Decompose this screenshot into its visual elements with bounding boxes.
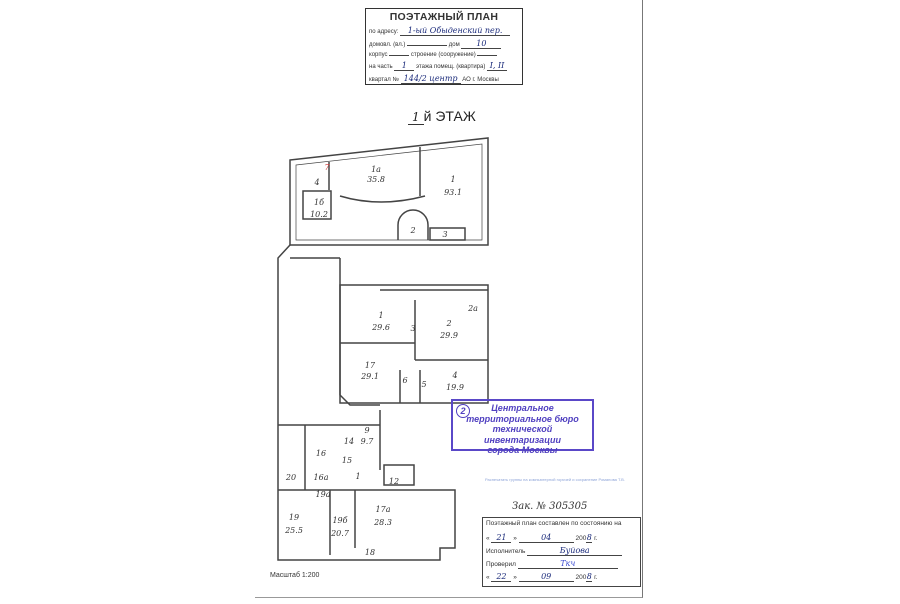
stamp-number: 2 [456, 404, 470, 418]
room-label: 6 [402, 376, 407, 385]
checked-signature: Ткч [517, 559, 618, 569]
room-label: 14 [344, 437, 354, 446]
quarter-label: квартал № [369, 77, 399, 83]
room-area: 10.2 [310, 210, 328, 219]
room-area: 28.3 [373, 518, 392, 527]
room-label: 7 [324, 163, 330, 172]
quarter-value: 144/2 центр [400, 74, 461, 84]
house-value: 10 [461, 39, 502, 49]
room-label: 4 [451, 371, 457, 380]
blank [407, 45, 448, 46]
year2: 8 [586, 572, 593, 582]
address-label: по адресу: [369, 29, 399, 35]
room-label: 15 [342, 456, 352, 465]
room-label: 1 [378, 311, 383, 320]
room-label: 19б [332, 516, 347, 525]
room-label: 3 [410, 324, 415, 333]
room-label: 1б [314, 198, 324, 207]
year1-prefix: 200 [575, 535, 587, 542]
room-area: 29.1 [360, 372, 379, 381]
day1: 21 [491, 533, 512, 543]
room-label: 20 [285, 473, 296, 482]
cert-title: Поэтажный план составлен по состоянию на [486, 520, 622, 527]
floor-text: й ЭТАЖ [423, 108, 476, 124]
floor-number: 1 [408, 110, 424, 125]
day2: 22 [491, 572, 512, 582]
executor-signature: Буйова [527, 546, 623, 556]
premises-value: I, II [487, 61, 508, 71]
order-number: Зак. № 305305 [512, 501, 588, 512]
checked-label: Проверил [486, 561, 516, 568]
room-label: 4 [313, 178, 319, 187]
room-label: 16а [314, 473, 329, 482]
year-suffix: г. [594, 574, 598, 581]
room-label: 19 [289, 513, 299, 522]
room-area: 9.7 [361, 437, 375, 446]
stamp-line: технической инвентаризации [484, 424, 561, 445]
certification-block: Поэтажный план составлен по состоянию на… [482, 517, 641, 587]
house-prefix-label: домовл. (вл.) [369, 42, 406, 48]
room-label: 5 [421, 380, 426, 389]
room-label: 2а [467, 304, 478, 313]
room-label: 16 [316, 449, 326, 458]
room-area: 35.8 [367, 175, 385, 184]
month2: 09 [518, 572, 574, 582]
room-label: 1 [355, 472, 360, 481]
room-area: 25.5 [284, 526, 303, 535]
blank [389, 55, 410, 56]
stamp-line: территориальное бюро [466, 413, 579, 424]
address-value: 1-ый Обыденский пер. [400, 26, 511, 36]
room-labels: 1a 35.8 1 93.1 4 1б 10.2 2 3 7 1 29.6 2 … [284, 163, 478, 557]
room-label: 17 [365, 361, 376, 370]
premises-label: этажа помещ. (квартира) [416, 64, 486, 70]
room-label: 3 [442, 230, 447, 239]
house-label: дом [448, 42, 460, 48]
room-label: 17а [376, 505, 391, 514]
scanned-sheet [255, 0, 643, 598]
room-label: 2 [409, 226, 415, 235]
room-label: 2 [445, 319, 451, 328]
district-label: АО г. Москвы [462, 77, 499, 83]
building-label: корпус [369, 52, 388, 58]
room-label: 18 [365, 548, 375, 557]
room-label: 9 [364, 426, 369, 435]
room-area: 29.6 [371, 323, 390, 332]
bti-stamp: 2 Центральное территориальное бюро техни… [451, 399, 594, 455]
floor-value: 1 [394, 61, 415, 71]
room-area: 19.9 [446, 383, 464, 392]
title-block: ПОЭТАЖНЫЙ ПЛАН по адресу: 1-ый Обыденски… [365, 8, 523, 85]
executor-label: Исполнитель [486, 548, 526, 555]
room-label: 1a [371, 165, 381, 174]
blank [477, 55, 498, 56]
structure-label: строение (сооружение) [410, 52, 476, 58]
room-area: 93.1 [444, 188, 462, 197]
room-label: 1 [450, 175, 455, 184]
month1: 04 [518, 533, 574, 543]
year2-prefix: 200 [575, 574, 587, 581]
room-area: 20.7 [330, 529, 350, 538]
stamp-line: Центральное [491, 403, 554, 413]
year1: 8 [586, 533, 593, 543]
print-note: Распечатать группы на компьютерной горяч… [485, 477, 625, 482]
room-label: 12 [389, 477, 399, 486]
room-area: 29.9 [439, 331, 458, 340]
room-label: 19а [316, 490, 331, 499]
plan-walls [277, 137, 489, 561]
title: ПОЭТАЖНЫЙ ПЛАН [389, 11, 499, 23]
year-suffix: г. [594, 535, 598, 542]
scale-label: Масштаб 1:200 [270, 572, 320, 579]
part-label: на часть [369, 64, 393, 70]
stamp-line: города Москвы [487, 445, 558, 455]
